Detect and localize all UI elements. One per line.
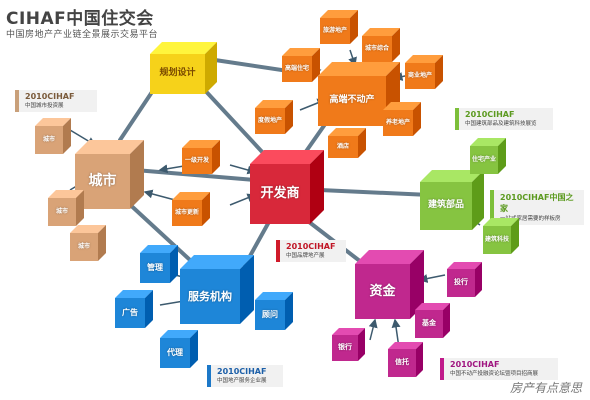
node-label: 高端不动产 (329, 95, 375, 106)
node-svc-c: 代理 (160, 330, 198, 368)
node-bm-b: 建筑科技 (483, 218, 519, 254)
node-services: 服务机构 (180, 255, 254, 324)
callout-capital: 2010CIHAF 中国不动产投融资论坛暨项目招商展 (440, 358, 558, 380)
node-label: 基金 (422, 319, 436, 328)
node-label: 住宅产业 (471, 155, 496, 163)
node-he-d: 高端住宅 (282, 48, 320, 82)
node-he-b: 城市综合 (362, 28, 400, 62)
node-label: 资金 (369, 283, 396, 299)
callout-home: 2010CIHAF中国之家 一站式家居需要的样板房 (490, 190, 584, 225)
node-mid-b: 城市更新 (172, 192, 210, 226)
node-city-a: 城市 (35, 118, 71, 154)
node-city: 城市 (75, 140, 144, 209)
node-label: 信托 (395, 358, 409, 367)
node-cap-d: 信托 (388, 342, 423, 377)
node-label: 顾问 (262, 309, 278, 319)
node-building-materials: 建筑部品 (420, 170, 484, 230)
node-label: 城市 (55, 207, 68, 215)
page-title: CIHAF中国住交会 (6, 9, 154, 29)
callout-city: 2010CIHAF 中国城市投资展 (15, 90, 97, 112)
node-svc-b: 广告 (115, 290, 153, 328)
node-bm-a: 住宅产业 (470, 138, 506, 174)
node-label: 银行 (338, 343, 352, 352)
node-svc-a: 管理 (140, 245, 178, 283)
node-cap-a: 银行 (332, 328, 365, 361)
node-label: 城市综合 (364, 44, 389, 52)
watermark: 房产有点意思 (509, 381, 582, 395)
node-he-c: 商业地产 (405, 55, 443, 89)
node-he-e: 养老地产 (383, 102, 421, 136)
node-label: 建筑部品 (427, 200, 464, 211)
node-cap-c: 投行 (447, 262, 482, 297)
node-he-f: 度假地产 (255, 100, 293, 134)
node-label: 城市 (42, 135, 55, 143)
link-building-developer (318, 188, 432, 197)
node-label: 建筑科技 (484, 235, 509, 243)
node-label: 商业地产 (407, 71, 432, 79)
node-city-b: 城市 (48, 190, 84, 226)
page-subtitle: 中国房地产产业链全景展示交易平台 (6, 30, 159, 40)
node-capital: 资金 (355, 250, 424, 319)
node-high-end: 高端不动产 (318, 62, 400, 126)
node-city-c: 城市 (70, 225, 106, 261)
node-he-g: 酒店 (328, 128, 366, 158)
callout-services: 2010CIHAF 中国地产服务企业展 (207, 365, 283, 387)
link-city-developer (133, 168, 257, 182)
link-planning-developer (198, 83, 267, 157)
node-label: 养老地产 (385, 118, 410, 126)
node-label: 旅游地产 (322, 26, 347, 34)
callout-building: 2010CIHAF 中国建筑部品及建筑科技展览 (455, 108, 553, 130)
callout-developer: 2010CIHAF 中国品牌地产展 (276, 240, 346, 262)
node-he-a: 旅游地产 (320, 10, 358, 44)
node-label: 投行 (454, 278, 468, 287)
node-mid-a: 一级开发 (182, 140, 220, 174)
node-label: 服务机构 (188, 289, 232, 303)
node-label: 一级开发 (184, 156, 209, 164)
node-svc-d: 顾问 (255, 292, 293, 330)
node-label: 高端住宅 (284, 64, 309, 72)
node-label: 规划设计 (159, 68, 196, 79)
node-developer: 开发商 (250, 150, 324, 224)
node-label: 酒店 (336, 142, 349, 150)
node-label: 城市 (77, 242, 90, 250)
node-label: 城市 (88, 173, 117, 190)
link-city-services (123, 198, 192, 262)
node-label: 管理 (147, 262, 163, 272)
node-planning: 规划设计 (150, 42, 217, 94)
node-label: 城市更新 (174, 208, 199, 216)
node-label: 广告 (122, 307, 138, 317)
node-cap-b: 基金 (415, 303, 450, 338)
node-label: 代理 (167, 347, 183, 357)
node-label: 度假地产 (257, 116, 282, 124)
node-label: 开发商 (260, 186, 300, 202)
